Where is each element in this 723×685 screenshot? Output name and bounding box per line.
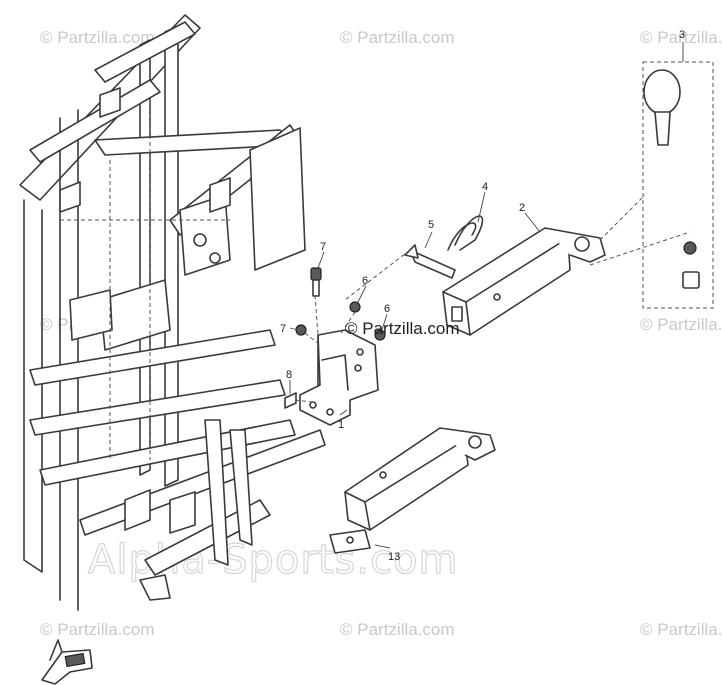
callout-8: 8 xyxy=(286,369,292,381)
hardware-bolts xyxy=(284,267,386,409)
callouts: 3 2 4 5 7 6 6 7 8 1 13 xyxy=(280,29,685,563)
callout-5: 5 xyxy=(428,219,434,231)
frame-assembly xyxy=(19,14,326,611)
callout-4: 4 xyxy=(482,181,488,193)
watermark-top-right: © Partzilla.com xyxy=(640,28,723,47)
part-1-hitch-bracket xyxy=(299,329,379,426)
callout-6-top: 6 xyxy=(362,275,368,287)
watermark-top-left: © Partzilla.com xyxy=(40,28,155,47)
callout-1: 1 xyxy=(338,419,344,431)
callout-3: 3 xyxy=(679,29,685,41)
callout-13: 13 xyxy=(388,551,400,563)
watermark-bottom-right: © Partzilla.com xyxy=(640,620,723,639)
watermark-mid-right: © Partzilla.com xyxy=(640,315,723,334)
watermark-center: © Partzilla.com xyxy=(345,319,460,338)
callout-7-top: 7 xyxy=(320,241,326,253)
part-2-receiver-tube xyxy=(442,227,606,336)
watermark-bottom-center: © Partzilla.com xyxy=(340,620,455,639)
watermark-top-center: © Partzilla.com xyxy=(340,28,455,47)
watermark-bottom-left: © Partzilla.com xyxy=(40,620,155,639)
parts-4-5-pins xyxy=(404,215,484,279)
callout-7-left: 7 xyxy=(280,323,286,335)
fr-arrow-icon xyxy=(41,639,93,685)
callout-2: 2 xyxy=(519,202,525,214)
callout-6-right: 6 xyxy=(384,303,390,315)
part-13-lower-hitch xyxy=(329,427,496,554)
part-3-ball-kit xyxy=(642,61,714,309)
leader-lines xyxy=(294,194,691,403)
watermark-alpha-sports: Alpha-Sports.com xyxy=(88,537,459,583)
